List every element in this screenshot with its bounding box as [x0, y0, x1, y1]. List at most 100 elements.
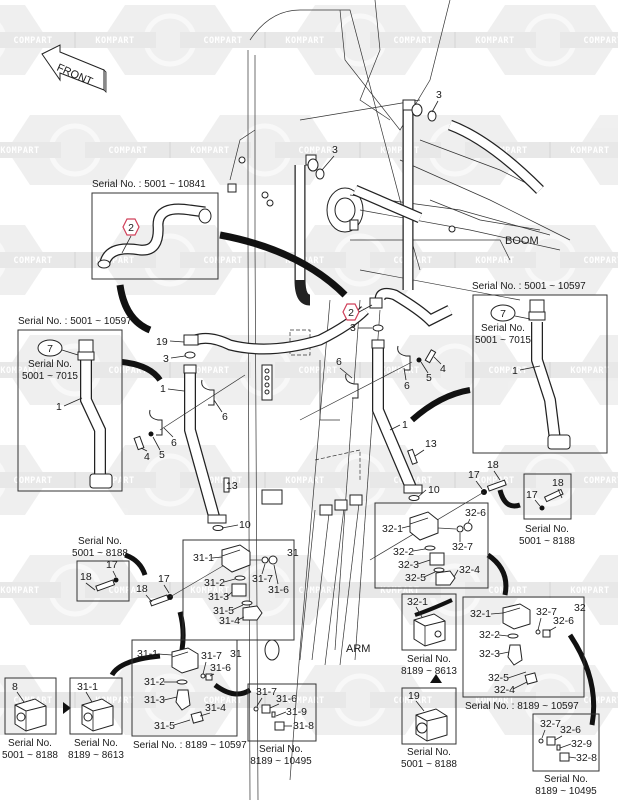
svg-text:32-5: 32-5: [488, 672, 509, 684]
svg-text:5001 ~ 8188: 5001 ~ 8188: [2, 750, 58, 761]
svg-text:2: 2: [128, 222, 134, 234]
svg-text:COMPART: COMPART: [108, 366, 147, 376]
svg-text:Serial No.: Serial No.: [28, 359, 72, 370]
svg-text:Serial No. : 8189 ~ 10597: Serial No. : 8189 ~ 10597: [465, 701, 579, 712]
svg-text:COMPART: COMPART: [583, 36, 618, 46]
svg-text:3: 3: [163, 353, 169, 365]
callout-box-block-32-late: 32 32-1 32-7 32-6 32-2 32-3 32-5 32-4 Se…: [462, 596, 586, 712]
svg-text:32-5: 32-5: [405, 572, 426, 584]
svg-text:32-7: 32-7: [452, 541, 473, 553]
callout-box-block-31-late: 31 31-1 31-7 31-6 31-2 31-3 31-4 31-5 Se…: [131, 639, 247, 751]
svg-text:COMPART: COMPART: [393, 696, 432, 706]
svg-text:31-5: 31-5: [213, 605, 234, 617]
svg-text:32-7: 32-7: [540, 718, 561, 730]
hexagon-highlight-icon: [342, 303, 360, 321]
svg-text:COMPART: COMPART: [488, 146, 527, 156]
svg-text:KOMPART: KOMPART: [95, 256, 134, 266]
watermark-logo: KOMPART COMPART: [264, 665, 456, 735]
arm-label: ARM: [346, 643, 370, 655]
svg-text:31-4: 31-4: [219, 615, 240, 627]
svg-text:8189 ~ 10495: 8189 ~ 10495: [250, 756, 312, 767]
svg-text:KOMPART: KOMPART: [475, 476, 514, 486]
svg-text:18: 18: [552, 477, 564, 489]
svg-text:1: 1: [56, 401, 62, 413]
svg-text:31: 31: [287, 547, 299, 559]
svg-text:31-6: 31-6: [268, 584, 289, 596]
svg-text:5: 5: [159, 449, 165, 461]
svg-text:Serial No.: Serial No.: [544, 774, 588, 785]
svg-text:KOMPART: KOMPART: [380, 366, 419, 376]
watermark-logo: KOMPART COMPART: [0, 555, 171, 625]
svg-text:3: 3: [436, 89, 442, 101]
svg-text:KOMPART: KOMPART: [0, 146, 39, 156]
svg-text:31-4: 31-4: [205, 702, 226, 714]
callout-box-part-31-1: 31-1 Serial No. 8189 ~ 8613: [68, 677, 124, 761]
svg-text:6: 6: [222, 411, 228, 423]
svg-text:COMPART: COMPART: [203, 256, 242, 266]
svg-text:Serial No. : 5001 ~ 10597: Serial No. : 5001 ~ 10597: [18, 316, 132, 327]
svg-text:6: 6: [171, 437, 177, 449]
svg-text:KOMPART: KOMPART: [285, 696, 324, 706]
svg-text:18: 18: [487, 459, 499, 471]
svg-text:19: 19: [156, 336, 168, 348]
svg-text:3: 3: [332, 144, 338, 156]
svg-text:KOMPART: KOMPART: [570, 366, 609, 376]
svg-text:32-4: 32-4: [459, 564, 480, 576]
svg-text:31-3: 31-3: [144, 694, 165, 706]
svg-text:10: 10: [239, 519, 251, 531]
svg-text:COMPART: COMPART: [108, 586, 147, 596]
svg-text:31-2: 31-2: [144, 676, 165, 688]
svg-text:31-3: 31-3: [208, 591, 229, 603]
svg-text:31-1: 31-1: [193, 552, 214, 564]
svg-text:5001 ~ 8188: 5001 ~ 8188: [72, 548, 128, 559]
svg-text:31: 31: [230, 648, 242, 660]
svg-text:Serial No.: Serial No.: [8, 738, 52, 749]
svg-text:COMPART: COMPART: [13, 256, 52, 266]
svg-text:COMPART: COMPART: [583, 476, 618, 486]
svg-text:COMPART: COMPART: [488, 366, 527, 376]
svg-text:8189 ~ 8613: 8189 ~ 8613: [401, 666, 457, 677]
front-direction-arrow: FRONT: [41, 44, 107, 93]
svg-text:KOMPART: KOMPART: [0, 586, 39, 596]
svg-text:31-6: 31-6: [210, 662, 231, 674]
svg-text:31-1: 31-1: [137, 648, 158, 660]
svg-text:31-7: 31-7: [201, 650, 222, 662]
callout-box-block-31-fittings: 31-7 31-6 31-9 31-8 Serial No. 8189 ~ 10…: [247, 683, 317, 767]
svg-text:5001 ~ 7015: 5001 ~ 7015: [475, 335, 531, 346]
svg-text:5001 ~ 8188: 5001 ~ 8188: [401, 759, 457, 770]
svg-text:KOMPART: KOMPART: [475, 256, 514, 266]
svg-text:Serial No.: Serial No.: [407, 654, 451, 665]
svg-text:KOMPART: KOMPART: [285, 476, 324, 486]
svg-text:13: 13: [226, 480, 238, 492]
svg-text:COMPART: COMPART: [583, 256, 618, 266]
svg-text:7: 7: [500, 308, 506, 320]
svg-text:COMPART: COMPART: [13, 476, 52, 486]
callout-box-part-8: 8 Serial No. 5001 ~ 8188: [2, 677, 58, 761]
svg-text:32-1: 32-1: [407, 596, 428, 608]
callout-box-part-32-1: 32-1 Serial No. 8189 ~ 8613: [401, 593, 457, 677]
svg-text:17: 17: [158, 573, 170, 585]
svg-text:KOMPART: KOMPART: [95, 476, 134, 486]
svg-text:31-5: 31-5: [154, 720, 175, 732]
boom-label: BOOM: [505, 235, 539, 247]
svg-text:32-2: 32-2: [393, 546, 414, 558]
svg-text:KOMPART: KOMPART: [380, 586, 419, 596]
callout-box-right-pipe: Serial No. : 5001 ~ 10597 7 Serial No. 5…: [472, 281, 608, 454]
svg-text:Serial No.: Serial No.: [525, 524, 569, 535]
watermark-logo: KOMPART COMPART: [454, 445, 618, 515]
svg-text:6: 6: [404, 380, 410, 392]
svg-text:32-6: 32-6: [465, 507, 486, 519]
svg-text:COMPART: COMPART: [583, 696, 618, 706]
svg-text:KOMPART: KOMPART: [190, 586, 229, 596]
svg-text:10: 10: [428, 484, 440, 496]
svg-text:32-1: 32-1: [470, 608, 491, 620]
svg-text:1: 1: [160, 383, 166, 395]
svg-text:31-1: 31-1: [77, 681, 98, 693]
